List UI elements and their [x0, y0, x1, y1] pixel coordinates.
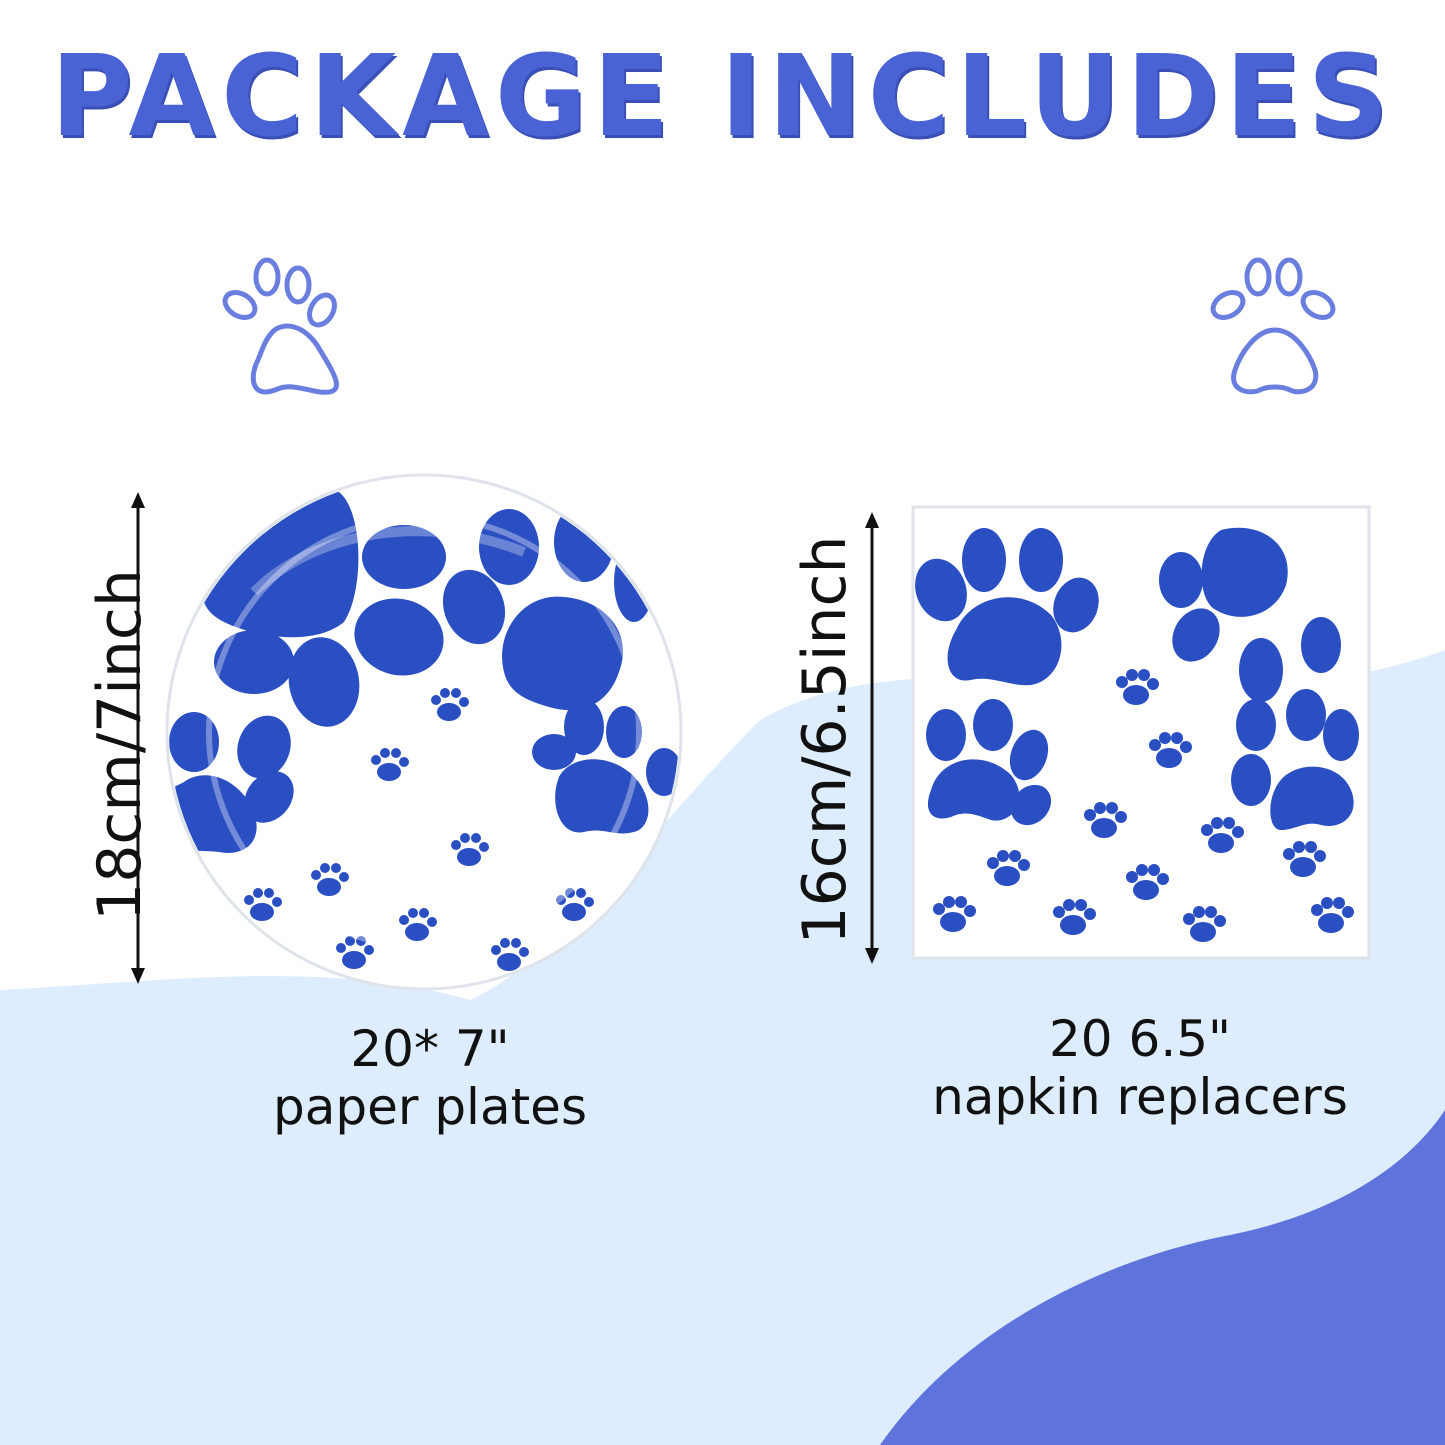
plate-caption: 20* 7" paper plates: [190, 1020, 670, 1136]
page-title: PACKAGE INCLUDES: [50, 32, 1395, 162]
napkin-image: [911, 505, 1371, 960]
up-down-arrow-icon: [131, 492, 145, 984]
plate-caption-name: paper plates: [272, 1078, 587, 1136]
napkin-caption: 20 6.5" napkin replacers: [880, 1010, 1400, 1126]
paw-outline-icon: [1210, 257, 1336, 395]
plate-caption-count: 20* 7": [350, 1020, 510, 1078]
paper-plate-image: [165, 473, 683, 991]
plate-dimension-label: 18cm/7inch: [85, 569, 155, 921]
napkin-dimension-label: 16cm/6.5inch: [790, 535, 860, 945]
napkin-caption-count: 20 6.5": [1048, 1010, 1232, 1068]
paw-outline-icon: [222, 257, 339, 395]
napkin-caption-name: napkin replacers: [932, 1068, 1348, 1126]
up-down-arrow-icon: [865, 512, 879, 964]
dark-blue-wave: [880, 1110, 1445, 1445]
